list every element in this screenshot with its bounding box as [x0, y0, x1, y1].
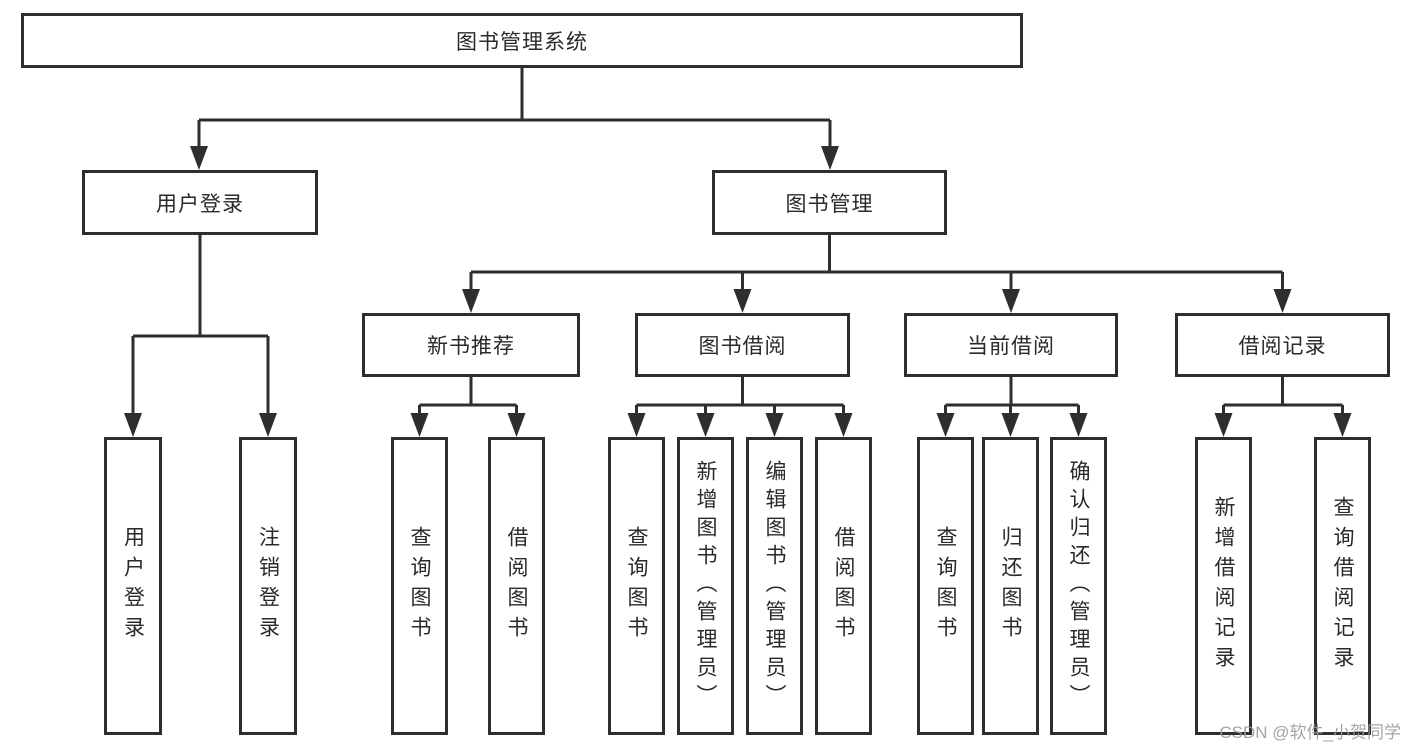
node-user-login-group-label: 用户登录: [156, 192, 244, 216]
node-current-borrow-label: 当前借阅: [967, 335, 1055, 358]
leaf-confirm-return-admin-label: 确认归还（管理员）: [1067, 460, 1090, 712]
arrowheads-book-borrow-group: [627, 413, 853, 437]
leaf-query-books-current-label: 查询图书: [934, 526, 957, 646]
leaf-borrow-books-borrow: 借阅图书: [815, 437, 872, 735]
node-new-book-recommend-label: 新书推荐: [427, 335, 515, 358]
leaf-query-books-recommend-label: 查询图书: [408, 526, 431, 646]
leaf-add-borrow-record: 新增借阅记录: [1195, 437, 1252, 735]
node-book-borrow-label: 图书借阅: [698, 335, 787, 358]
leaf-add-book-admin-label: 新增图书（管理员）: [694, 460, 717, 712]
leaf-user-login-label: 用户登录: [121, 526, 145, 646]
csdn-watermark: CSDN @软件_小贺同学: [1219, 723, 1401, 742]
leaf-query-borrow-record-label: 查询借阅记录: [1331, 496, 1354, 676]
arrowheads-level2: [190, 146, 839, 170]
connector-user-login-group: [131, 235, 270, 433]
leaf-query-books-current: 查询图书: [917, 437, 974, 735]
leaf-query-borrow-record: 查询借阅记录: [1314, 437, 1371, 735]
leaf-return-book-label: 归还图书: [999, 526, 1022, 646]
leaf-borrow-books-borrow-label: 借阅图书: [832, 526, 855, 646]
leaf-query-books-borrow-label: 查询图书: [625, 526, 648, 646]
node-root-label: 图书管理系统: [456, 30, 588, 54]
leaf-edit-book-admin: 编辑图书（管理员）: [746, 437, 803, 735]
leaf-confirm-return-admin: 确认归还（管理员）: [1050, 437, 1107, 735]
arrowheads-new-book-group: [410, 413, 526, 437]
connector-root-to-level2: [197, 68, 832, 166]
leaf-logout-label: 注销登录: [256, 526, 280, 646]
connector-borrow-record-group: [1222, 377, 1344, 433]
connector-book-mgmt-to-level3: [469, 235, 1284, 309]
leaf-add-borrow-record-label: 新增借阅记录: [1212, 496, 1235, 676]
connector-book-borrow-group: [635, 377, 845, 433]
leaf-user-login: 用户登录: [104, 437, 162, 735]
node-book-management-label: 图书管理: [785, 192, 874, 216]
connector-new-book-group: [418, 377, 518, 433]
node-current-borrow: 当前借阅: [904, 313, 1118, 377]
leaf-borrow-books-recommend: 借阅图书: [488, 437, 545, 735]
arrowheads-user-login-group: [124, 413, 277, 437]
node-root: 图书管理系统: [21, 13, 1023, 68]
leaf-query-books-borrow: 查询图书: [608, 437, 665, 735]
arrowheads-current-borrow-group: [936, 413, 1088, 437]
leaf-return-book: 归还图书: [982, 437, 1039, 735]
node-new-book-recommend: 新书推荐: [362, 313, 580, 377]
leaf-add-book-admin: 新增图书（管理员）: [677, 437, 734, 735]
arrowheads-borrow-record-group: [1214, 413, 1352, 437]
node-user-login-group: 用户登录: [82, 170, 318, 235]
node-borrow-records: 借阅记录: [1175, 313, 1390, 377]
node-book-management: 图书管理: [712, 170, 947, 235]
leaf-borrow-books-recommend-label: 借阅图书: [505, 526, 528, 646]
node-book-borrow: 图书借阅: [635, 313, 850, 377]
leaf-query-books-recommend: 查询图书: [391, 437, 448, 735]
arrowheads-level3: [462, 289, 1292, 313]
node-borrow-records-label: 借阅记录: [1238, 335, 1327, 358]
leaf-edit-book-admin-label: 编辑图书（管理员）: [763, 460, 786, 712]
leaf-logout: 注销登录: [239, 437, 297, 735]
